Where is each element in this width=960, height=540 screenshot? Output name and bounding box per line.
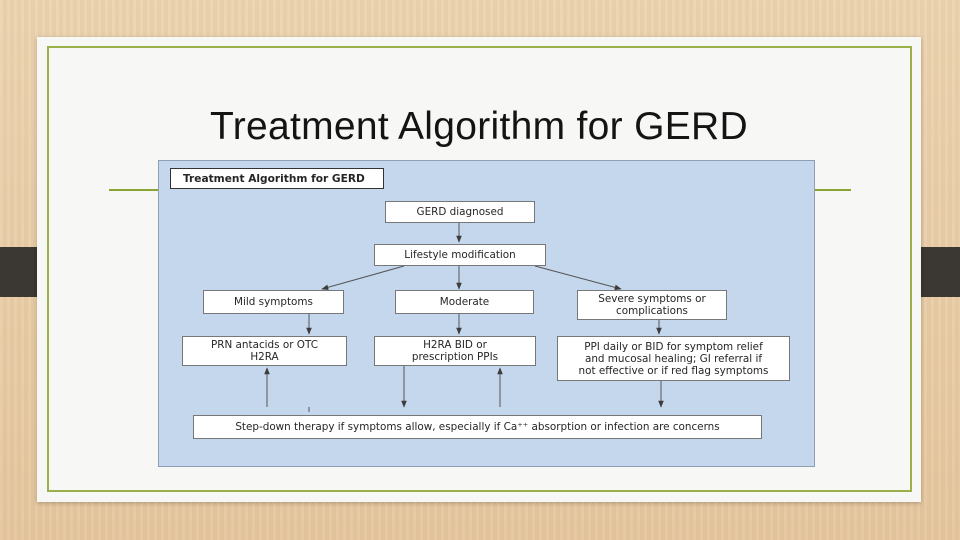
node-label-line-2: H2RA (250, 351, 279, 363)
node-step-down-therapy: Step-down therapy if symptoms allow, esp… (193, 415, 762, 439)
node-gerd-diagnosed: GERD diagnosed (385, 201, 535, 223)
node-h2ra-bid: H2RA BID or prescription PPIs (374, 336, 536, 366)
node-label-line-1: PPI daily or BID for symptom relief (584, 340, 763, 353)
node-prn-antacids: PRN antacids or OTC H2RA (182, 336, 347, 366)
node-label-line-2: complications (616, 305, 688, 317)
slide-title: Treatment Algorithm for GERD (210, 105, 748, 148)
diagram-header: Treatment Algorithm for GERD (170, 168, 384, 189)
node-label-line-1: H2RA BID or (423, 339, 487, 351)
node-moderate: Moderate (395, 290, 534, 314)
node-label-line-3: not effective or if red flag symptoms (578, 364, 769, 377)
slide: Treatment Algorithm for GERD (37, 37, 921, 502)
node-label-line-1: PRN antacids or OTC (211, 339, 318, 351)
arrow-lifestyle-mild (321, 265, 405, 290)
node-mild-symptoms: Mild symptoms (203, 290, 344, 314)
node-label: Lifestyle modification (404, 249, 516, 261)
node-label: GERD diagnosed (416, 206, 504, 218)
node-label-line-2: prescription PPIs (411, 351, 499, 363)
node-severe-symptoms: Severe symptoms or complications (577, 290, 727, 320)
algorithm-diagram: Treatment Algorithm for GERD GERD diagno… (158, 160, 815, 467)
arrow-lifestyle-severe (534, 265, 622, 291)
node-label: Moderate (439, 296, 490, 308)
node-label-line-1: Severe symptoms or (598, 293, 706, 305)
flow-arrows (264, 223, 664, 412)
node-label: Mild symptoms (234, 296, 313, 308)
node-label: Step-down therapy if symptoms allow, esp… (235, 421, 720, 433)
node-lifestyle-modification: Lifestyle modification (374, 244, 546, 266)
node-label-line-2: and mucosal healing; GI referral if (584, 352, 763, 365)
node-ppi-daily: PPI daily or BID for symptom relief and … (557, 336, 790, 381)
slide-border (47, 46, 912, 492)
